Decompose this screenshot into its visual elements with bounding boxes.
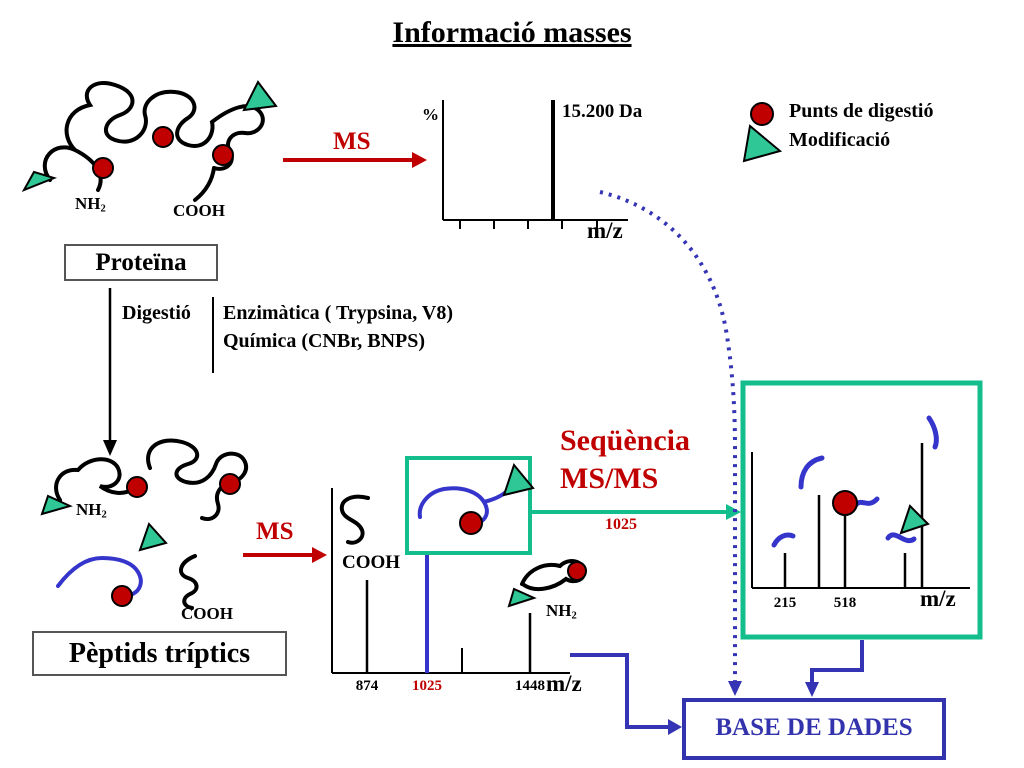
- modification-triangle-icon: [502, 462, 535, 497]
- spectrum2-cooh-squiggle: [339, 494, 370, 545]
- digestion-point-icon: [212, 144, 234, 166]
- msms-title-line1: Seqüència: [560, 424, 691, 457]
- spectrum2-connector-arrowhead: [668, 719, 682, 735]
- protein-squiggle: [42, 81, 265, 182]
- ms2-arrowhead: [312, 547, 327, 563]
- msms-arrow-label: 1025: [605, 516, 637, 533]
- spectrum2-connector: [570, 653, 668, 729]
- selected-peptide-squiggle: [417, 486, 489, 525]
- dotted-connector: [599, 190, 737, 683]
- fragment-squiggle: [798, 455, 825, 490]
- modification-triangle-icon: [507, 587, 537, 608]
- blue-peptide-squiggle: [56, 555, 143, 597]
- fragment-squiggle: [926, 415, 939, 450]
- legend-digestion-label: Punts de digestió: [789, 100, 934, 122]
- spectrum1-ticks: [459, 220, 598, 229]
- digestion-point-icon: [459, 511, 483, 535]
- msms-spectrum-box: [740, 380, 983, 640]
- protein-cooh-label: COOH: [173, 201, 225, 220]
- spectrum2-tick-1025: 1025: [412, 678, 442, 694]
- peptide-a-squiggle: [54, 457, 134, 502]
- page-title: Informació masses: [392, 16, 632, 49]
- ms2-arrow-label: MS: [256, 518, 294, 545]
- legend-digestion-dot-icon: [750, 102, 774, 126]
- protein-cooh-tail: [193, 166, 216, 202]
- spectrum1-ylabel: %: [422, 105, 439, 124]
- ms1-arrowhead: [412, 152, 427, 168]
- msms-tick-518: 518: [833, 595, 857, 611]
- spectrum2-tick-1448: 1448: [515, 678, 545, 694]
- modification-triangle-icon: [21, 170, 58, 192]
- digestion-point-icon: [92, 157, 114, 179]
- peptide-nh2-label: NH2: [76, 500, 107, 521]
- legend-modification-label: Modificació: [789, 129, 891, 151]
- digestion-point-icon: [126, 476, 148, 498]
- legend-modification-triangle-icon: [742, 124, 783, 163]
- spectrum2-nh2-label: NH2: [546, 601, 577, 622]
- fragment-squiggle: [771, 532, 796, 548]
- modification-triangle-icon: [138, 522, 168, 552]
- digestion-arrowhead: [103, 440, 117, 456]
- spectrum2-tick-874: 874: [355, 678, 379, 694]
- ms1-arrow-label: MS: [333, 128, 371, 155]
- msms-connector-arrowhead: [805, 682, 819, 697]
- modification-triangle-icon: [40, 494, 73, 516]
- spectrum2-xlabel: m/z: [546, 671, 582, 696]
- spectrum1-xlabel: m/z: [587, 218, 623, 243]
- digestion-point-icon: [219, 473, 241, 495]
- modification-triangle-icon: [242, 80, 278, 112]
- modification-triangle-icon: [899, 504, 930, 535]
- digestion-point-icon: [567, 561, 587, 581]
- peptide-cooh-label: COOH: [181, 604, 233, 623]
- digestion-point-icon: [111, 585, 133, 607]
- spectrum2-cooh-label: COOH: [342, 552, 401, 573]
- digestion-line1: Enzimàtica ( Trypsina, V8): [223, 302, 454, 324]
- digestion-point-icon: [152, 126, 174, 148]
- digestion-point-icon: [832, 490, 858, 516]
- digestion-line2: Química (CNBr, BNPS): [223, 330, 426, 352]
- spectrum1-peak-label: 15.200 Da: [562, 101, 643, 122]
- peptides-box-label: Pèptids tríptics: [32, 631, 287, 676]
- protein-box-label: Proteïna: [64, 244, 218, 281]
- protein-nh2-label: NH2: [75, 194, 106, 215]
- dotted-connector-arrowhead: [728, 681, 742, 696]
- msms-tick-215: 215: [773, 595, 797, 611]
- peptide-b-squiggle: [146, 438, 249, 521]
- msms-title-line2: MS/MS: [560, 462, 659, 495]
- fragment-squiggle: [885, 532, 917, 544]
- msms-connector: [810, 640, 864, 684]
- database-box-label: BASE DE DADES: [682, 698, 946, 760]
- peptide-cooh-squiggle: [179, 554, 199, 610]
- selected-peptide-box: [405, 456, 532, 555]
- digestion-label: Digestió: [122, 302, 191, 324]
- msms-xlabel: m/z: [920, 586, 956, 611]
